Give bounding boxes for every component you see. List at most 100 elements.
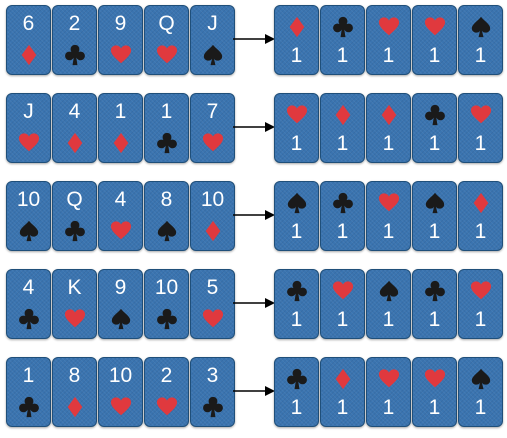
spade-icon [18,220,40,242]
heart-icon [110,396,132,418]
playing-card: 1 [458,181,503,251]
card-rank: 1 [474,220,487,243]
card-rank: 1 [382,308,395,331]
playing-card: 3 [190,357,235,427]
heart-icon [64,308,86,330]
playing-card: 5 [190,269,235,339]
playing-card: 10 [190,181,235,251]
right-arrow-icon [232,384,276,398]
diamond-icon [378,104,400,126]
card-rank: 2 [160,364,173,387]
diamond-icon [110,132,132,154]
heart-icon [378,16,400,38]
playing-card: 10 [98,357,143,427]
card-rank: 1 [428,44,441,67]
card-rank: 1 [474,396,487,419]
spade-icon [470,368,492,390]
spade-icon [470,16,492,38]
card-rank: 1 [336,396,349,419]
club-icon [424,104,446,126]
card-rank: 8 [68,364,81,387]
card-rank: 10 [154,276,179,299]
card-rank: J [207,12,218,35]
heart-icon [110,220,132,242]
playing-card: 1 [274,181,319,251]
playing-card: 1 [366,357,411,427]
heart-icon [18,132,40,154]
card-rank: 5 [206,276,219,299]
playing-card: 1 [458,357,503,427]
playing-card: 1 [144,93,189,163]
playing-card: J [190,5,235,75]
spade-icon [286,192,308,214]
playing-card: J [6,93,51,163]
card-rank: 2 [68,12,81,35]
club-icon [202,396,224,418]
club-icon [332,16,354,38]
card-rank: 10 [16,188,41,211]
card-rank: 9 [114,276,127,299]
playing-card: 8 [52,357,97,427]
playing-card: K [52,269,97,339]
playing-card: 1 [458,93,503,163]
playing-card: 1 [320,181,365,251]
card-rank: 1 [336,44,349,67]
heart-icon [424,16,446,38]
diamond-icon [202,220,224,242]
right-arrow-icon [232,120,276,134]
card-rank: 4 [68,100,81,123]
club-icon [156,132,178,154]
club-icon [64,220,86,242]
playing-card: 1 [274,269,319,339]
heart-icon [110,44,132,66]
club-icon [156,308,178,330]
spade-icon [156,220,178,242]
playing-card: Q [52,181,97,251]
diamond-icon [332,368,354,390]
heart-icon [470,104,492,126]
card-rank: Q [66,188,83,211]
heart-icon [156,44,178,66]
card-rank: 1 [382,220,395,243]
card-rank: 1 [290,396,303,419]
right-arrow-icon [232,32,276,46]
card-rank: 1 [382,132,395,155]
playing-card: 1 [274,93,319,163]
card-rank: 1 [336,220,349,243]
right-arrow-icon [232,296,276,310]
card-rank: 10 [200,188,225,211]
card-rank: 8 [160,188,173,211]
card-rank: 1 [474,308,487,331]
playing-card: 1 [458,5,503,75]
club-icon [18,308,40,330]
spade-icon [202,44,224,66]
card-rank: 3 [206,364,219,387]
card-rank: 1 [336,308,349,331]
playing-card: Q [144,5,189,75]
card-rank: 1 [290,220,303,243]
playing-card: 1 [412,181,457,251]
playing-card: 2 [52,5,97,75]
playing-card: 8 [144,181,189,251]
playing-card: 7 [190,93,235,163]
card-rank: 10 [108,364,133,387]
playing-card: 1 [412,357,457,427]
playing-card: 1 [366,269,411,339]
playing-card: 1 [6,357,51,427]
card-rank: 1 [428,308,441,331]
club-icon [286,280,308,302]
playing-card: 4 [98,181,143,251]
playing-card: 1 [320,93,365,163]
spade-icon [378,280,400,302]
diamond-icon [64,396,86,418]
card-rank: 6 [22,12,35,35]
club-icon [286,368,308,390]
card-rank: 1 [428,396,441,419]
diamond-icon [332,104,354,126]
playing-card: 1 [320,5,365,75]
card-rank: 4 [22,276,35,299]
